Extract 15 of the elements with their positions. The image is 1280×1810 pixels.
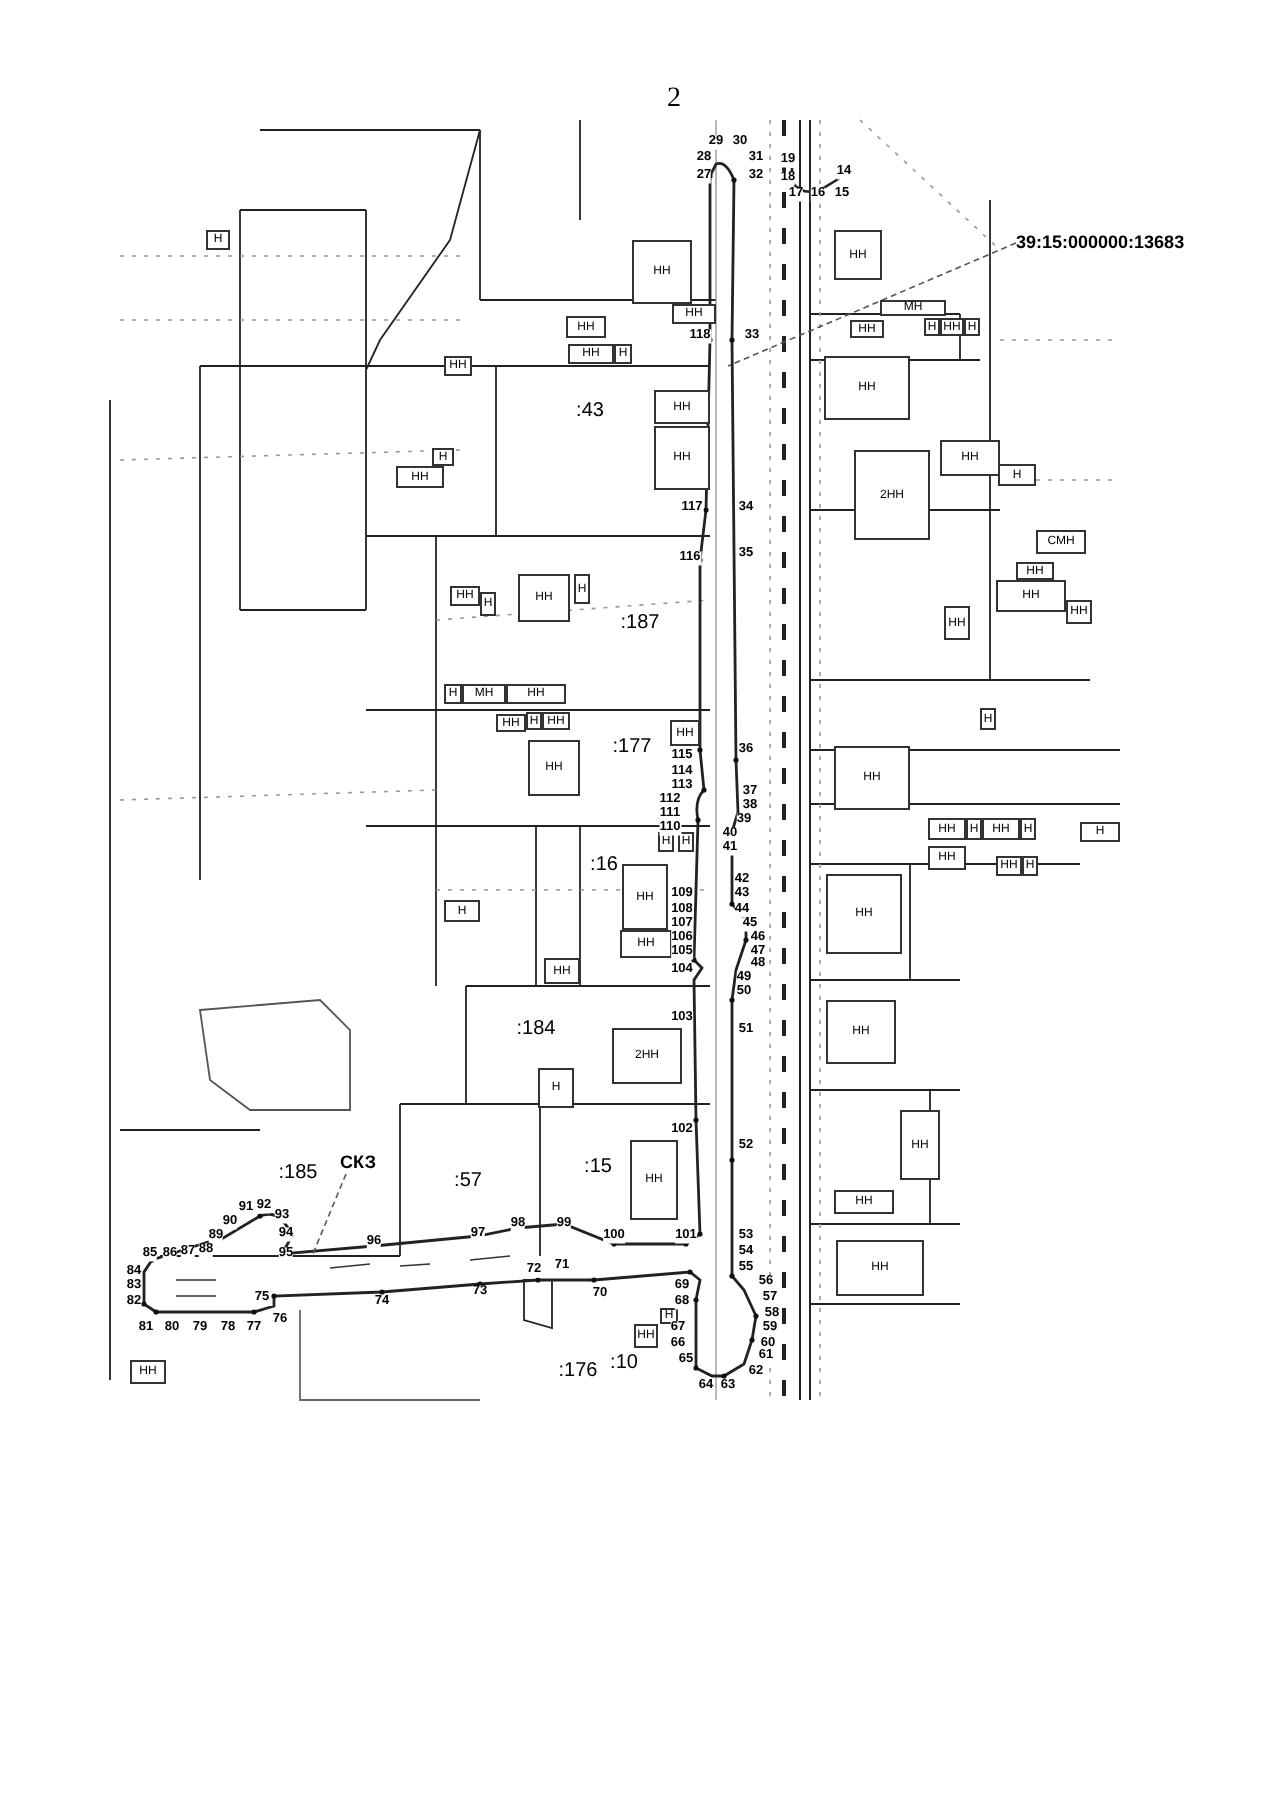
station-label: СКЗ	[340, 1152, 376, 1174]
cadastral-number: 39:15:000000:13683	[1016, 232, 1185, 254]
leader-line	[311, 1173, 347, 1257]
parcel-number: :43	[576, 402, 604, 422]
parcel-number: :177	[612, 738, 652, 758]
page-number: 2	[667, 86, 681, 114]
parcel-number: :185	[278, 1164, 318, 1184]
parcel-number: :187	[620, 614, 660, 634]
parcel-number: :15	[584, 1158, 612, 1178]
parcel-number: :57	[454, 1172, 482, 1192]
parcel-number: :184	[516, 1020, 556, 1040]
parcel-number: :10	[610, 1354, 638, 1374]
leader-line	[727, 242, 1017, 367]
parcel-number: :176	[558, 1362, 598, 1382]
parcel-number: :16	[590, 856, 618, 876]
